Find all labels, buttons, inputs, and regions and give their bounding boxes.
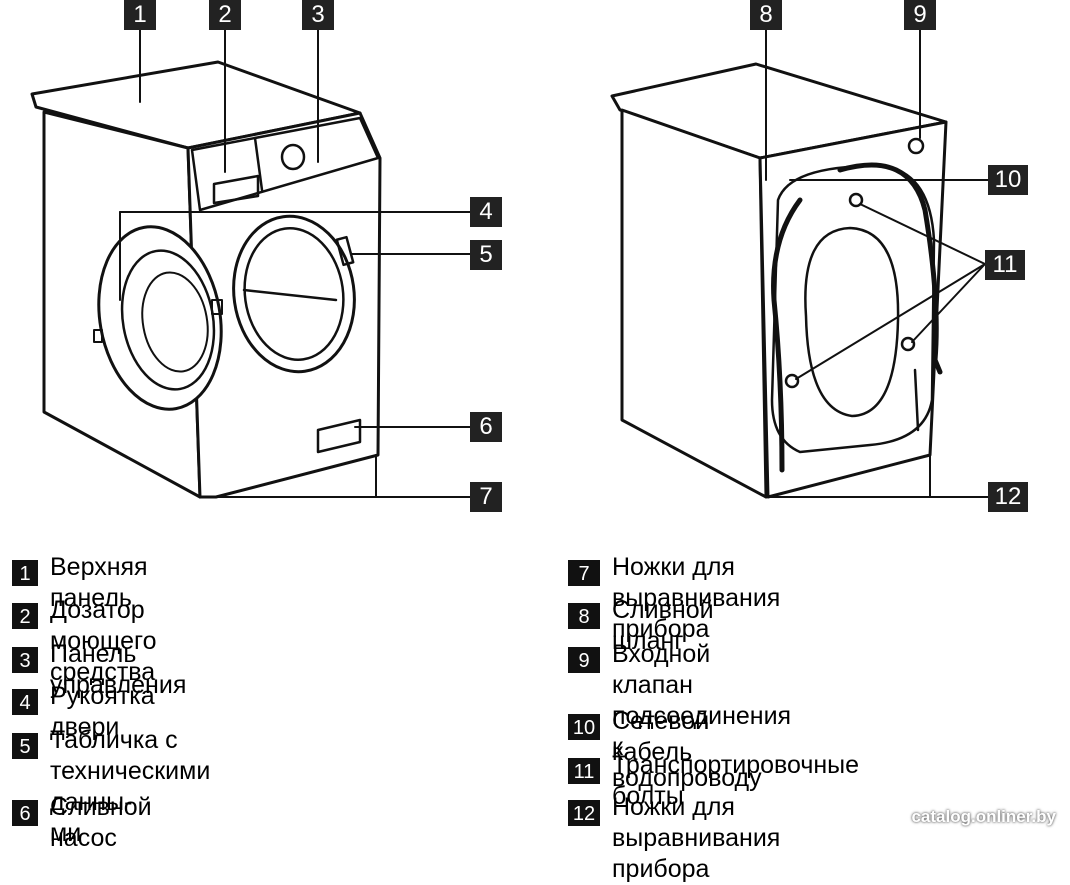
watermark: catalog.onliner.by [911,807,1056,826]
legend-item: 8 Сливной шланг [568,595,714,657]
legend-number: 7 [568,560,600,586]
legend-number: 10 [568,714,600,740]
legend-number: 4 [12,689,38,715]
legend-text: Сливной шланг [612,596,714,655]
legend-number: 2 [12,603,38,629]
legend-item: 2 Дозатор моющего средства [12,595,157,688]
legend-item: 4 Рукоятка двери [12,681,155,743]
legend-text: Сливной насос [50,793,152,852]
callout-9: 9 [904,0,936,30]
legend-text: Ножки для выравнивания прибора [612,793,781,883]
callout-10: 10 [988,165,1028,195]
leader-lines [119,29,991,498]
legend-number: 1 [12,560,38,586]
callout-8: 8 [750,0,782,30]
legend-number: 3 [12,647,38,673]
legend-number: 5 [12,733,38,759]
front-machine-drawing [30,60,382,499]
washing-machine-illustration [30,29,991,499]
callout-11: 11 [985,250,1025,280]
rear-machine-drawing [610,62,948,499]
callout-12: 12 [988,482,1028,512]
callout-4: 4 [470,197,502,227]
callout-2: 2 [209,0,241,30]
legend-number: 6 [12,800,38,826]
legend-item: 3 Панель управления [12,639,186,701]
legend-text: Транспортировочные болты [612,751,860,810]
legend-text: Дозатор моющего средства [50,596,157,686]
legend-text: Рукоятка двери [50,682,155,741]
callout-7: 7 [470,482,502,512]
legend-text: Сетевой кабель [612,707,710,766]
legend-number: 8 [568,603,600,629]
legend-text: Верхняя панель [50,553,148,612]
legend-item: 12 Ножки для выравнивания прибора [568,792,780,885]
legend-item: 11 Транспортировочные болты [568,750,859,812]
legend-item: 9 Входной клапан подсоединения к водопро… [568,639,791,794]
legend-item: 10 Сетевой кабель [568,706,709,768]
legend-text: Входной клапан подсоединения к водопрово… [612,640,792,792]
callout-3: 3 [302,0,334,30]
callout-5: 5 [470,240,502,270]
callout-6: 6 [470,412,502,442]
legend-item: 6 Сливной насос [12,792,152,854]
legend-item: 7 Ножки для выравнивания прибора [568,552,780,645]
legend-item: 1 Верхняя панель [12,552,148,614]
legend-number: 12 [568,800,600,826]
legend-text: Панель управления [50,640,187,699]
callout-1: 1 [124,0,156,30]
legend-number: 11 [568,758,600,784]
legend-number: 9 [568,647,600,673]
legend-text: Ножки для выравнивания прибора [612,553,781,643]
